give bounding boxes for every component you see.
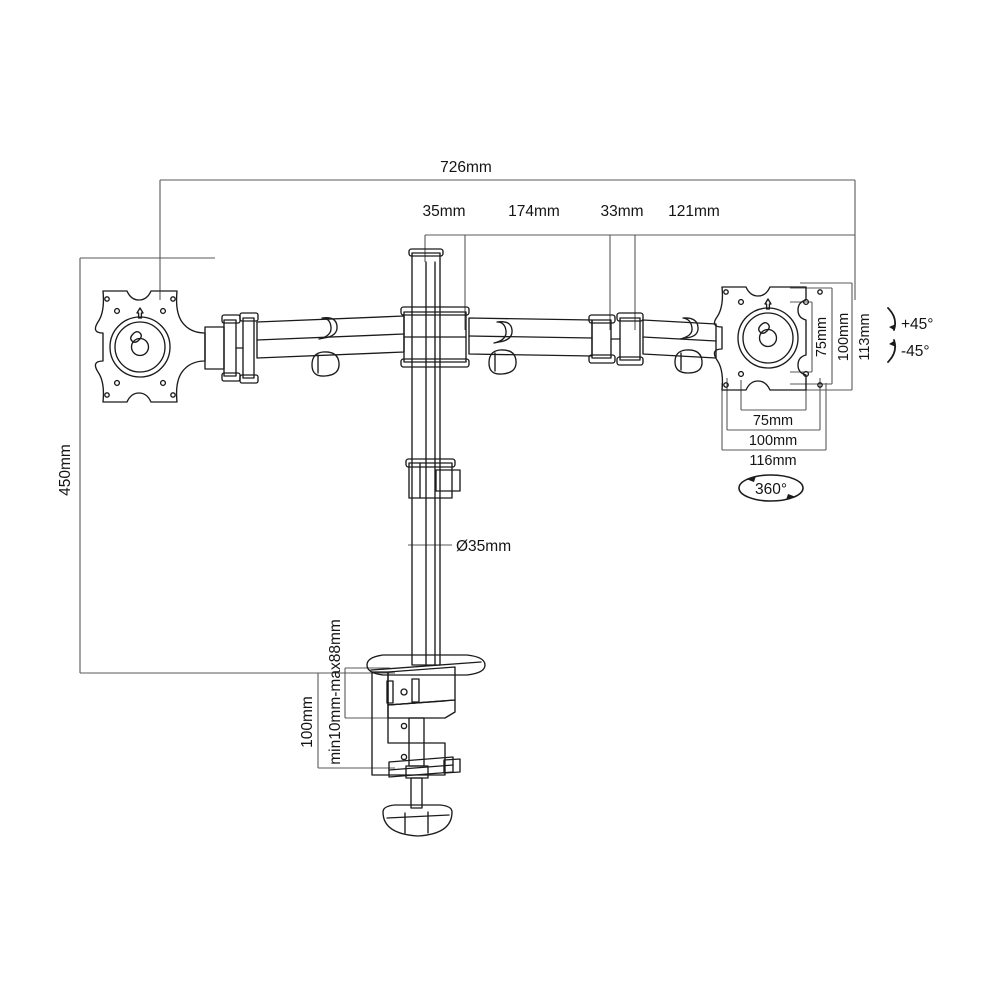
dimension-lines — [79, 179, 856, 769]
label-rotation: 360° — [755, 481, 787, 498]
left-tilt-joint — [204, 312, 259, 384]
product-outline — [94, 248, 823, 837]
dim-clamp-height: 100mm — [299, 696, 316, 748]
center-pole — [400, 248, 470, 666]
tilt-arc-markers — [887, 307, 897, 363]
dim-overall-height: 450mm — [57, 444, 74, 496]
dim-vesa-horizontal-outer: 116mm — [749, 453, 796, 469]
dim-vesa-vertical-inner: 75mm — [814, 317, 830, 357]
right-vesa-plate — [713, 286, 823, 391]
label-tilt-up: +45° — [901, 316, 934, 333]
dim-overall-width: 726mm — [440, 159, 492, 176]
dim-segment-2: 174mm — [508, 203, 560, 220]
mid-arm-joint — [588, 312, 644, 366]
dim-clamp-range: min10mm-max88mm — [327, 619, 344, 765]
dim-pole-diameter: Ø35mm — [456, 538, 511, 555]
dim-vesa-vertical-mid: 100mm — [836, 313, 852, 361]
dim-vesa-horizontal-inner: 75mm — [753, 413, 793, 429]
dim-vesa-vertical-outer: 113mm — [857, 313, 873, 360]
label-tilt-down: -45° — [901, 343, 930, 360]
desk-clamp — [366, 654, 486, 837]
rotation-badge — [738, 474, 804, 502]
dim-vesa-horizontal-mid: 100mm — [749, 433, 797, 449]
dim-segment-4: 121mm — [668, 203, 720, 220]
dim-segment-1: 35mm — [422, 203, 465, 220]
dim-segment-3: 33mm — [600, 203, 643, 220]
left-vesa-plate — [94, 290, 206, 403]
